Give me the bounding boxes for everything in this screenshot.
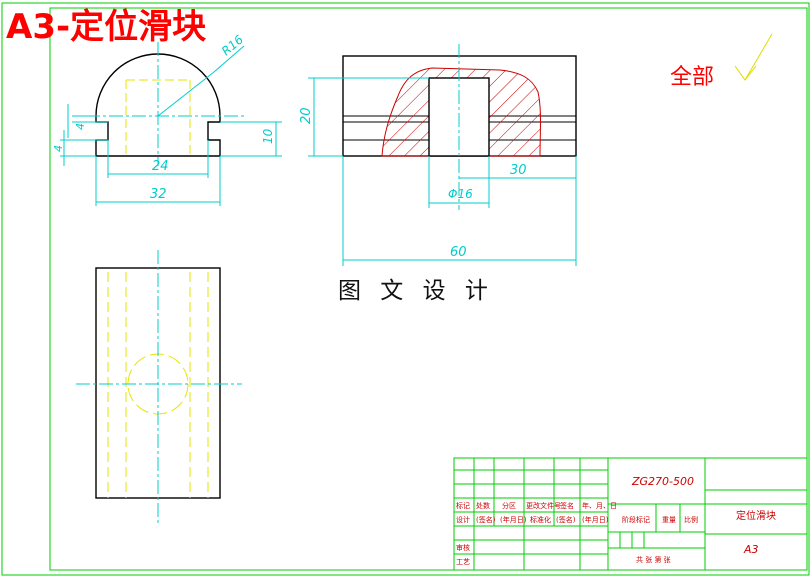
top-view bbox=[76, 250, 242, 526]
tb-row1-col4: 更改文件号 bbox=[526, 501, 561, 510]
title-block-border bbox=[453, 457, 808, 571]
title-block-text: 标记 处数 分区 更改文件号 签名 年、月、日 设计 (签名) (年月日) 标准… bbox=[456, 501, 698, 566]
surface-finish-symbol-tail bbox=[744, 33, 773, 81]
dim-30: 30 bbox=[510, 163, 527, 178]
radius-leader-ext bbox=[213, 45, 245, 73]
tb-row1-col2: 处数 bbox=[476, 501, 490, 510]
tb-row2-col1: 设计 bbox=[456, 515, 470, 524]
front-view: R16 4 4 10 24 32 bbox=[52, 32, 282, 206]
tb-part-name: 定位滑块 bbox=[736, 509, 776, 522]
tb-row2-col6: (年月日) bbox=[582, 515, 609, 524]
tb-row2-col2: (签名) bbox=[476, 515, 496, 524]
tb-row2-col3: (年月日) bbox=[500, 515, 527, 524]
tb-row1-col6: 年、月、日 bbox=[582, 501, 617, 510]
dim-24: 24 bbox=[152, 159, 169, 174]
front-view-outline bbox=[95, 53, 221, 157]
finish-note: 全部 bbox=[670, 65, 714, 90]
dim-10: 10 bbox=[261, 128, 275, 144]
tb-row1-col1: 标记 bbox=[456, 501, 470, 510]
dim-60: 60 bbox=[450, 245, 467, 260]
tb-row1-col5: 签名 bbox=[560, 501, 574, 510]
section-view: 20 30 Φ16 60 bbox=[299, 44, 577, 266]
tb-scale: 比例 bbox=[684, 515, 698, 524]
drawing-title: A3-定位滑块 bbox=[6, 7, 206, 47]
tb-row2-col5: (签名) bbox=[556, 515, 576, 524]
dim-20: 20 bbox=[299, 107, 314, 124]
surface-finish-symbol bbox=[734, 65, 757, 81]
dim-phi16: Φ16 bbox=[448, 187, 473, 201]
inner-frame bbox=[49, 7, 808, 571]
watermark-text: 图 文 设 计 bbox=[338, 278, 494, 304]
tb-drawing-no: ZG270-500 bbox=[631, 475, 694, 488]
tb-stage-mark: 阶段标记 bbox=[622, 515, 650, 524]
title-block bbox=[453, 457, 808, 571]
dim-4b: 4 bbox=[52, 145, 65, 152]
tb-sheet-size: A3 bbox=[743, 543, 759, 556]
tb-review: 审核 bbox=[456, 543, 470, 552]
tb-row2-col4: 标准化 bbox=[530, 515, 551, 524]
tb-process: 工艺 bbox=[456, 558, 470, 566]
dim-radius: R16 bbox=[219, 32, 246, 58]
dim-4a: 4 bbox=[74, 123, 87, 130]
tb-weight: 重量 bbox=[662, 516, 676, 524]
tb-sheets: 共 张 第 张 bbox=[636, 555, 671, 564]
tb-row1-col3: 分区 bbox=[502, 501, 516, 510]
radius-leader bbox=[157, 71, 215, 117]
dim-32: 32 bbox=[150, 187, 167, 202]
